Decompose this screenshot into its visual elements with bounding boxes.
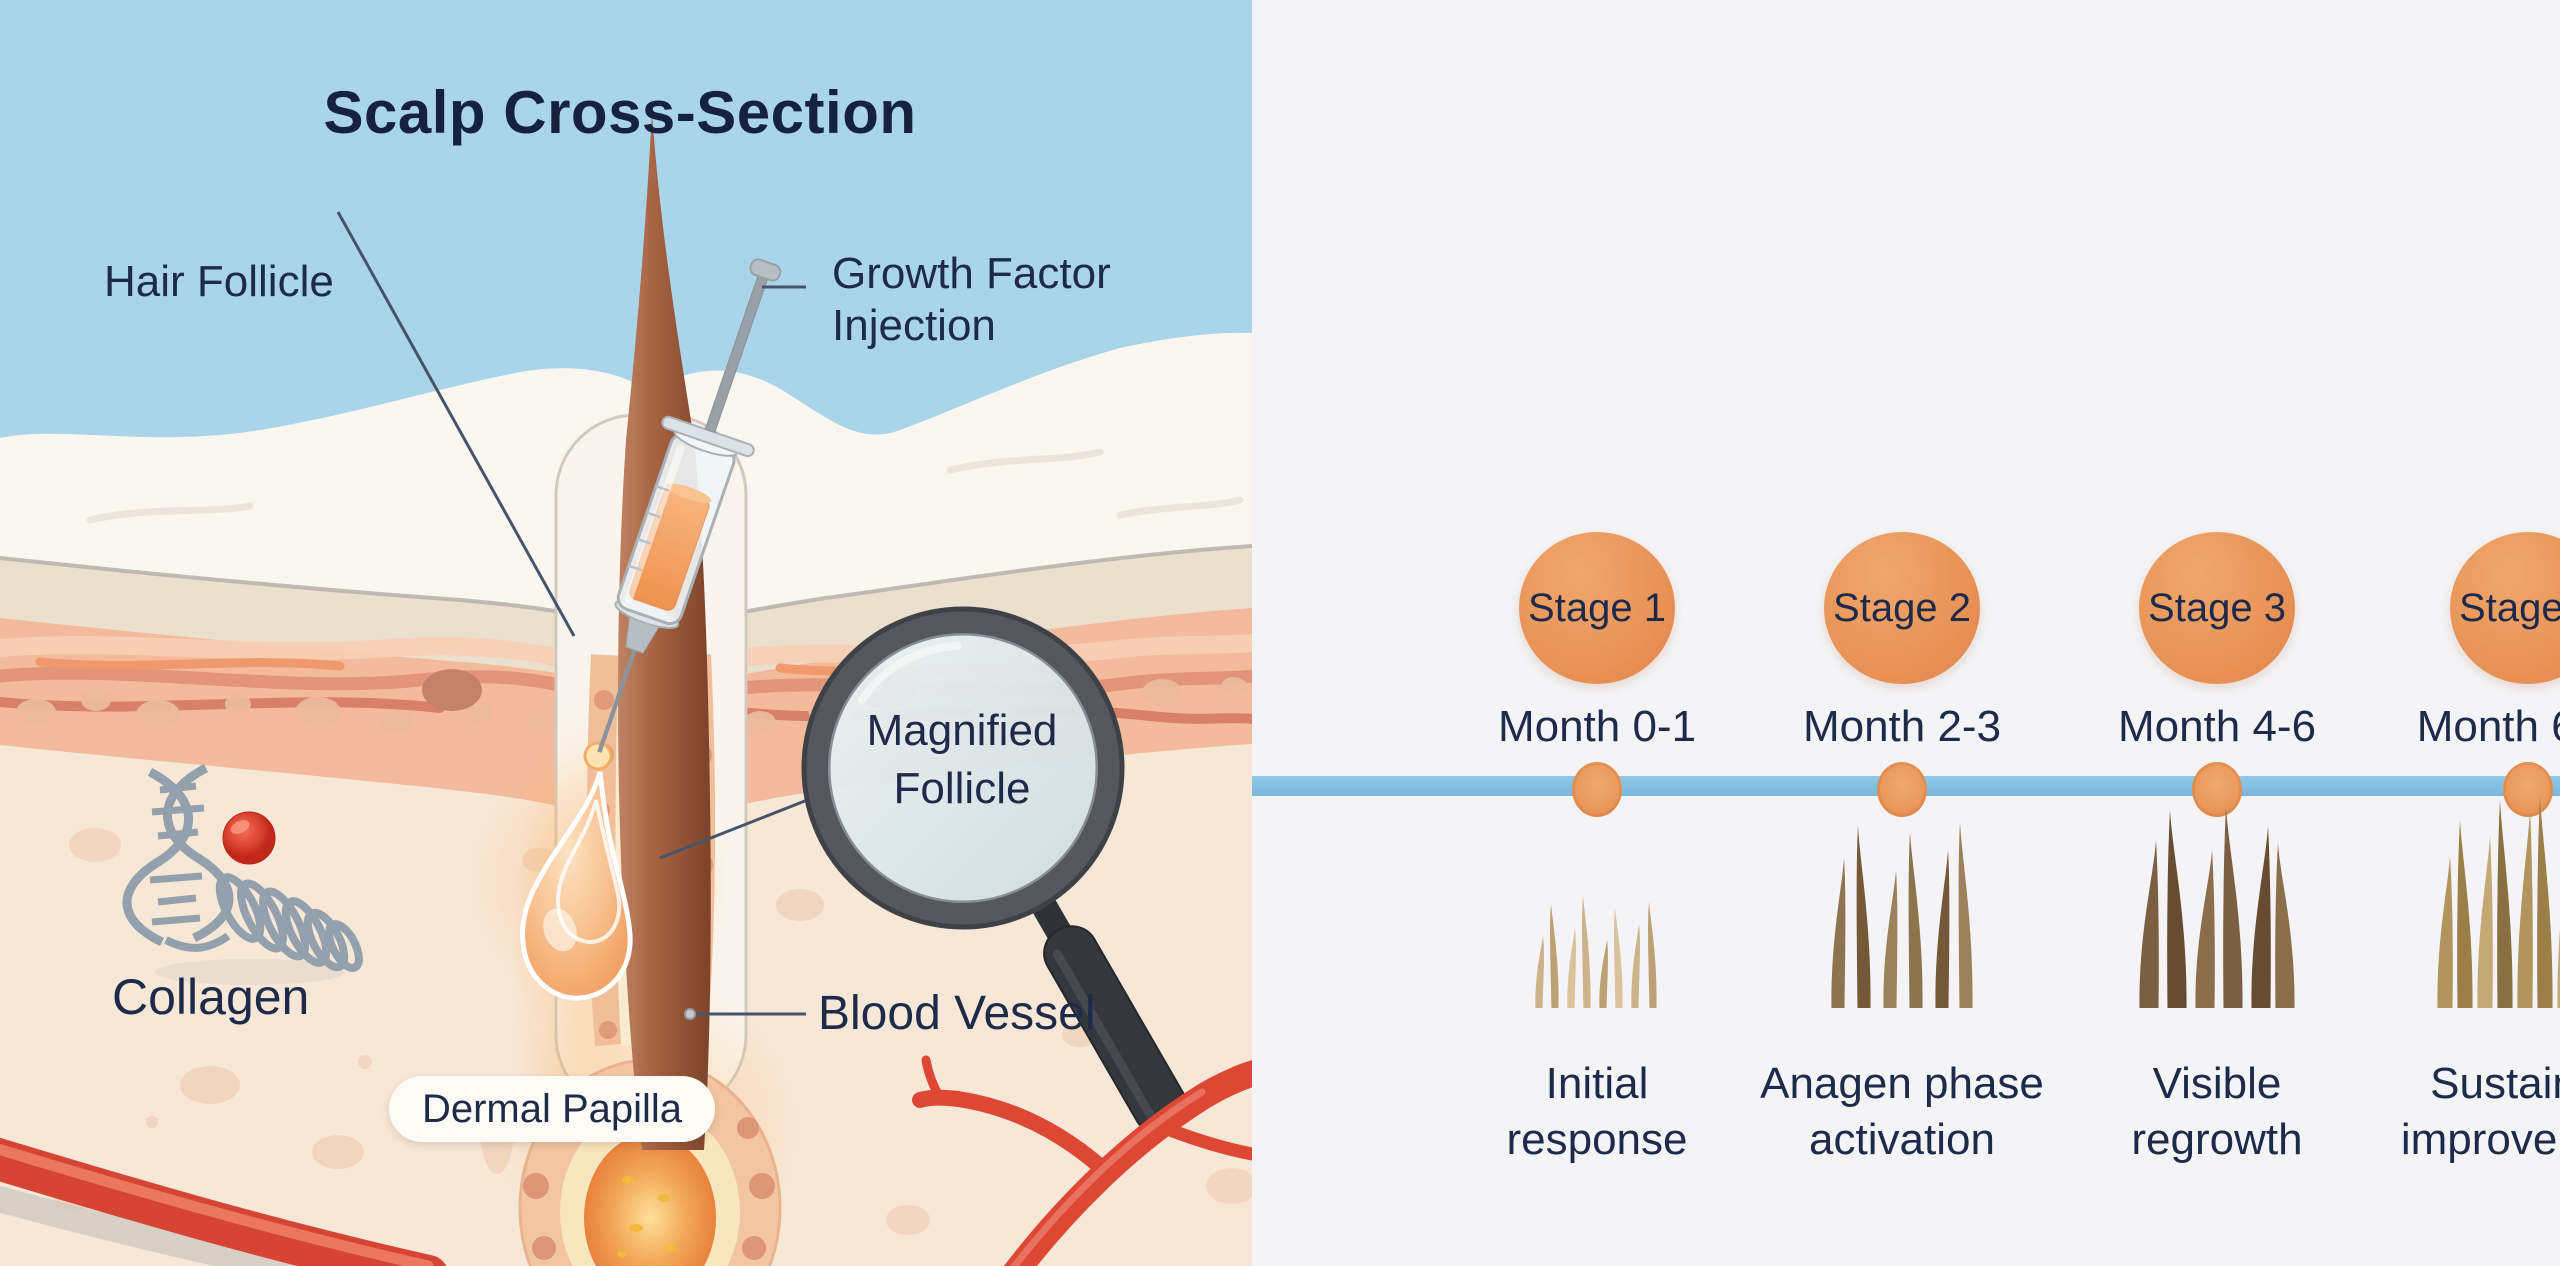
label-growth-factor-injection: Growth Factor Injection: [832, 248, 1111, 352]
label-magnified-line2: Follicle: [893, 764, 1031, 814]
timeline-dot-3: [2192, 762, 2242, 817]
leader-lines: [336, 211, 806, 1016]
label-blood-vessel: Blood Vessel: [818, 987, 1096, 1040]
scalp-illustration: [0, 0, 1252, 1266]
stage-3-months: Month 4-6: [2117, 702, 2317, 751]
label-dermal-papilla: Dermal Papilla: [389, 1076, 715, 1142]
label-growth-factor-line2: Injection: [832, 300, 996, 350]
serum-droplet-icon: [520, 771, 633, 1001]
timeline-stage-1: Stage 1 Month 0-1 Initial response: [1437, 0, 1757, 1266]
dna-collagen-icon: [122, 764, 363, 972]
stage-4-desc-line1: Sustained: [2430, 1059, 2560, 1108]
timeline-stage-4: Stage 4 Month 6-12 Sustained improvement: [2368, 0, 2560, 1266]
stage-2-desc-line2: activation: [1809, 1115, 1995, 1164]
hair-shaft-icon: [618, 112, 711, 1150]
stage-4-description: Sustained improvement: [2401, 1056, 2560, 1168]
label-hair-follicle: Hair Follicle: [104, 257, 334, 306]
collagen-shadow: [155, 959, 345, 985]
stage-2-badge: Stage 2: [1824, 532, 1980, 684]
magnifier-icon: [801, 606, 1188, 1135]
timeline-stage-3: Stage 3 Month 4-6 Visible regrowth: [2057, 0, 2377, 1266]
stage-1-months: Month 0-1: [1497, 702, 1697, 751]
label-magnified-line1: Magnified: [866, 706, 1058, 755]
label-magnified-follicle: Magnified Follicle: [812, 702, 1112, 818]
stage-3-desc-line1: Visible: [2152, 1059, 2282, 1108]
scalp-cross-section-panel: Scalp Cross-Section Hair Follicle Growth…: [0, 0, 1252, 1266]
stage-1-description: Initial response: [1506, 1056, 1687, 1168]
blood-vessel-leader-dot: [684, 1008, 696, 1020]
regrowth-timeline-panel: Stage 1 Month 0-1 Initial response Stage…: [1252, 0, 2560, 1266]
magnifier-leader-line: [659, 793, 821, 860]
stage-4-desc-line2: improvement: [2400, 1115, 2560, 1164]
timeline-dot-4: [2503, 762, 2553, 817]
stage-3-badge: Stage 3: [2139, 532, 2295, 684]
stage-4-months: Month 6-12: [2416, 702, 2560, 751]
label-collagen: Collagen: [112, 969, 310, 1025]
stage-1-label: Stage 1: [1528, 585, 1666, 630]
hair-tuft-dense-icon: [2435, 793, 2560, 1008]
stage-3-desc-line2: regrowth: [2131, 1115, 2303, 1164]
stage-1-desc-line2: response: [1506, 1115, 1688, 1164]
blood-vessel-icon: [0, 1055, 1252, 1266]
stage-2-description: Anagen phase activation: [1760, 1056, 2044, 1168]
stage-4-label: Stage 4: [2459, 585, 2560, 630]
hair-follicle-leader-line: [336, 211, 576, 637]
timeline-stage-2: Stage 2 Month 2-3 Anagen phase activatio…: [1742, 0, 2062, 1266]
hair-tuft-thicker-icon: [2133, 803, 2301, 1008]
epidermis-shading: [86, 448, 1244, 524]
stage-2-months: Month 2-3: [1802, 702, 2002, 751]
timeline-dot-1: [1572, 762, 1622, 817]
stage-2-desc-line1: Anagen phase: [1760, 1059, 2044, 1108]
dermal-papilla-text: Dermal Papilla: [421, 1086, 683, 1131]
stage-1-desc-line1: Initial: [1545, 1059, 1649, 1108]
label-growth-factor-line1: Growth Factor: [832, 249, 1111, 298]
stage-3-label: Stage 3: [2148, 585, 2286, 630]
red-blood-cell-icon: [222, 811, 276, 865]
timeline-dot-2: [1877, 762, 1927, 817]
stage-1-badge: Stage 1: [1519, 532, 1675, 684]
stage-3-description: Visible regrowth: [2131, 1056, 2302, 1168]
stage-2-label: Stage 2: [1833, 585, 1971, 630]
hair-tuft-growing-icon: [1824, 818, 1980, 1008]
stage-4-badge: Stage 4: [2450, 532, 2560, 684]
hair-tuft-sparse-icon: [1531, 888, 1663, 1008]
dermis-cell-large-left: [422, 669, 482, 711]
syringe-icon: [583, 258, 782, 771]
page-title: Scalp Cross-Section: [323, 79, 917, 146]
